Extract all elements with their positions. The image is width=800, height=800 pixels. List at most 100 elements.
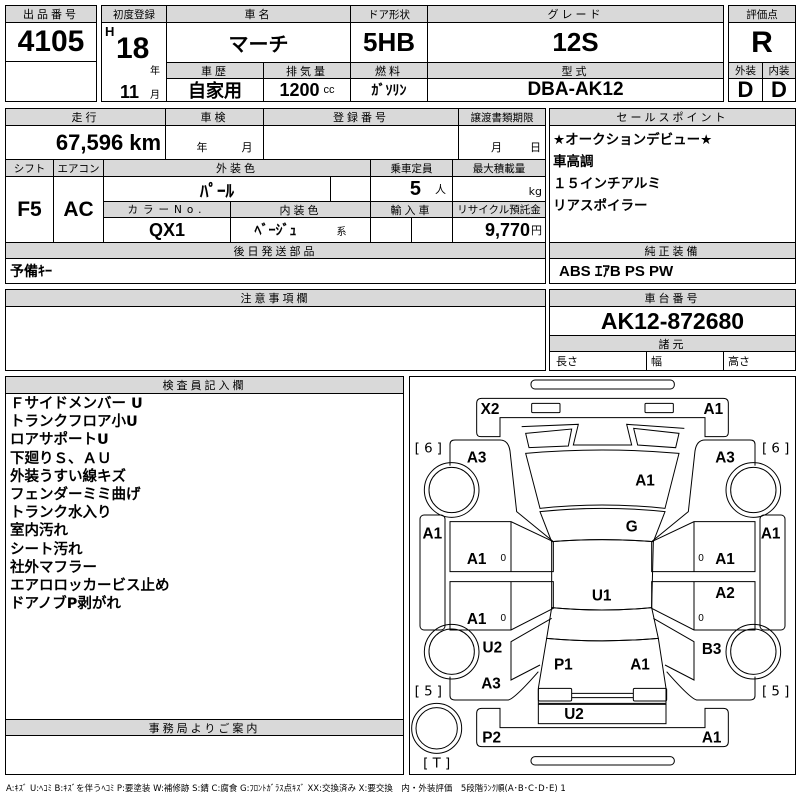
import-cell-1 xyxy=(370,217,412,243)
displacement-value: 1200 xyxy=(279,79,320,100)
damage-mark: A3 xyxy=(481,675,501,692)
int-color-suffix: 系 xyxy=(336,226,347,238)
damage-diagram-box xyxy=(409,376,796,775)
sales-points-list: ★オークションデビュー★ 車高調 １５インチアルミ リアスポイラー xyxy=(553,129,712,217)
width-field: 幅 xyxy=(646,351,724,370)
inspector-line: 外装うすい線キズ xyxy=(10,468,126,485)
car-name-label: 車名 xyxy=(166,5,351,23)
ext-color-value: ﾊﾟｰﾙ xyxy=(103,176,331,202)
lot-label: 出品番号 xyxy=(5,5,97,23)
vehicle-info-box: 初度登録 車名 ドア形状 グレード H 18 年 11 月 マーチ 5HB 12… xyxy=(101,5,724,102)
transfer-month-unit: 月 xyxy=(491,141,502,154)
damage-mark: A3 xyxy=(715,449,735,466)
recycle-unit: 円 xyxy=(531,225,542,237)
import-label: 輸入車 xyxy=(370,201,453,218)
inspector-line: エアロロッカービス止め xyxy=(10,578,170,595)
damage-mark: A1 xyxy=(702,729,722,746)
tread-depth-rear-left: [ 5 ] xyxy=(415,685,442,700)
damage-mark: A1 xyxy=(635,473,655,490)
office-label: 事務局よりご案内 xyxy=(5,719,404,736)
exterior-label: 外装 xyxy=(728,62,763,79)
transfer-cell: 月日 xyxy=(458,125,546,160)
score-value: R xyxy=(728,22,796,63)
inspector-line: シート汚れ xyxy=(10,541,83,558)
length-label: 長さ xyxy=(556,355,578,368)
damage-mark: A1 xyxy=(467,551,487,568)
rocker-right xyxy=(759,514,786,631)
rear-door-right xyxy=(651,581,756,631)
inspector-notes: Ｆサイドメンバー U トランクフロア小U ロアサポートU 下廻りＳ、ＡＵ 外装う… xyxy=(10,395,170,613)
wheel-front-left xyxy=(423,462,480,518)
damage-mark: U2 xyxy=(564,706,584,723)
grille xyxy=(521,423,685,446)
int-color-value: ﾍﾞｰｼﾞｭ xyxy=(254,223,297,239)
rocker-left xyxy=(419,514,446,631)
damage-mark: A1 xyxy=(423,525,443,542)
era: H xyxy=(105,24,115,39)
chassis-label: 車台番号 xyxy=(549,289,796,307)
width-label: 幅 xyxy=(651,355,662,368)
damage-mark: A2 xyxy=(715,585,735,602)
inspector-line: Ｆサイドメンバー U xyxy=(10,396,143,412)
model-label: 型式 xyxy=(427,62,724,79)
int-color-cell: ﾍﾞｰｼﾞｭ 系 xyxy=(230,217,371,243)
sales-points-label: セールスポイント xyxy=(549,108,796,126)
history-value: 自家用 xyxy=(166,78,264,102)
genuine-value: ABS ｴｱB PS PW xyxy=(559,263,674,280)
chassis-value: AK12-872680 xyxy=(600,307,745,334)
inspector-label: 検査員記入欄 xyxy=(5,376,404,394)
fuel-value: ｶﾞｿﾘﾝ xyxy=(350,78,428,102)
capacity-unit: 人 xyxy=(435,184,446,196)
sales-point-item: １５インチアルミ xyxy=(553,176,661,192)
color-no-label: カラーNo. xyxy=(103,201,231,218)
trunk xyxy=(537,637,667,704)
genuine-label: 純正装備 xyxy=(549,242,796,259)
tread-depth-rear-right: [ 5 ] xyxy=(762,685,789,700)
score-box: 評価点 R 外装 内装 D D xyxy=(728,5,796,102)
damage-mark: B3 xyxy=(702,641,722,658)
front-fender-right xyxy=(651,439,756,543)
door-mark: 0 xyxy=(698,553,704,564)
exterior-score: D xyxy=(728,78,763,102)
rear-bumper xyxy=(476,707,729,748)
windshield xyxy=(539,507,666,543)
front-bumper-bar xyxy=(530,379,675,390)
headlight-left xyxy=(525,428,573,449)
first-reg-cell: H 18 年 11 月 xyxy=(101,22,167,102)
door-mark: 0 xyxy=(698,613,704,624)
car-name-value: マーチ xyxy=(166,22,351,63)
door-mark: 0 xyxy=(501,613,507,624)
recycle-label: リサイクル預託金 xyxy=(452,201,546,218)
rear-panel xyxy=(537,703,667,725)
tread-depth-spare: [ T ] xyxy=(423,756,450,771)
inspection-cell: 年月 xyxy=(165,125,264,160)
chassis-box: 車台番号 AK12-872680 諸元 長さ 幅 高さ xyxy=(549,289,796,371)
inspector-line: 社外マフラー xyxy=(10,559,97,576)
front-fender-left xyxy=(449,439,554,543)
rear-glass xyxy=(546,607,659,642)
damage-mark: A1 xyxy=(467,611,487,628)
lot-number: 4105 xyxy=(17,25,85,58)
headlight-right xyxy=(633,427,680,449)
recycle-value: 9,770 xyxy=(484,219,530,240)
later-parts-value: 予備ｷｰ xyxy=(10,263,52,280)
damage-mark: A3 xyxy=(467,449,487,466)
mileage-unit: km xyxy=(129,129,161,155)
tail-connector xyxy=(571,692,634,699)
shift-value: F5 xyxy=(5,176,54,243)
int-color-label: 内装色 xyxy=(230,201,371,218)
lot-box: 出品番号 4105 xyxy=(5,5,97,102)
front-door-left xyxy=(449,521,554,573)
damage-mark: U2 xyxy=(483,639,503,656)
interior-score: D xyxy=(762,78,796,102)
registration-value[interactable] xyxy=(263,125,459,160)
inspection-label: 車検 xyxy=(165,108,264,126)
damage-mark: U1 xyxy=(592,588,612,605)
model-value: DBA-AK12 xyxy=(427,78,724,102)
door-value: 5HB xyxy=(350,22,428,63)
ext-color-label: 外装色 xyxy=(103,159,371,177)
fuel-label: 燃料 xyxy=(350,62,428,79)
damage-mark: A1 xyxy=(715,551,735,568)
